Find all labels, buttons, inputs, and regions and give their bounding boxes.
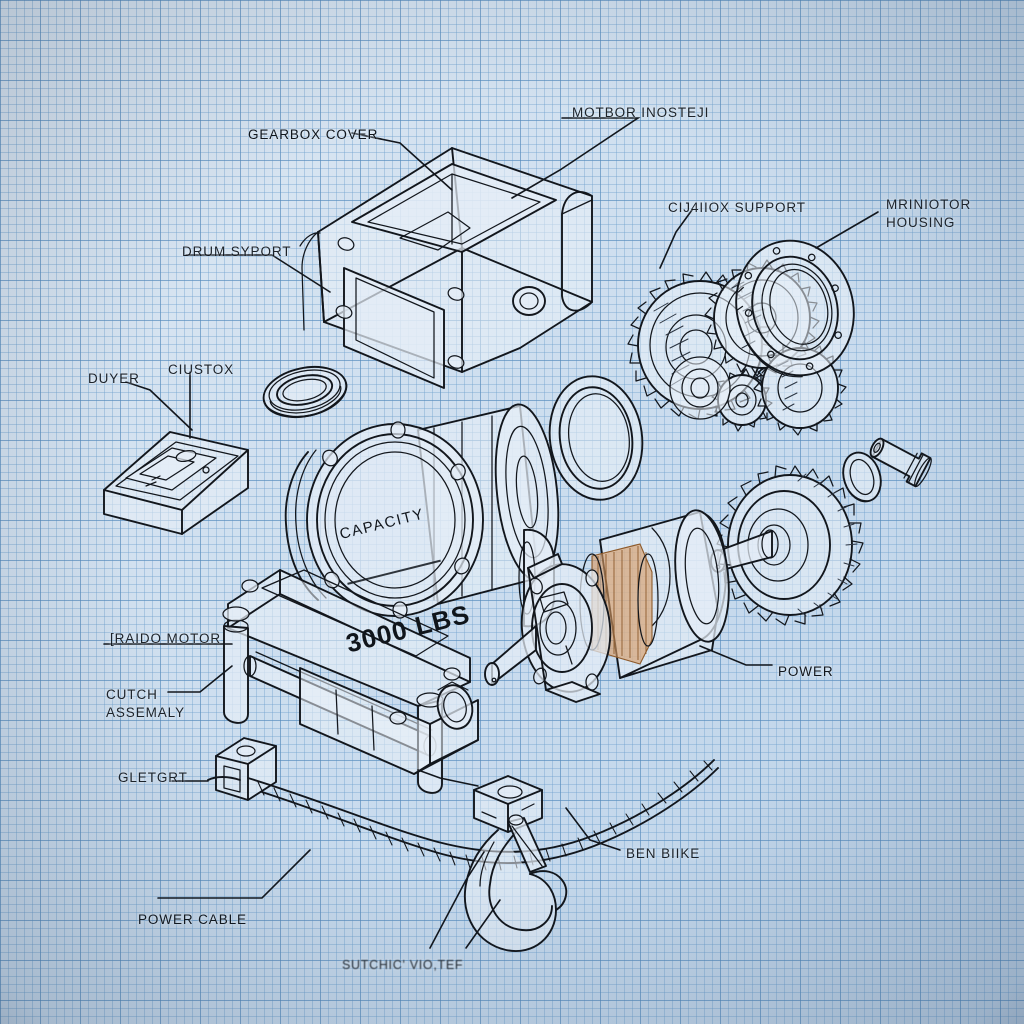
- callout-clutch-assembly: CUTCH ASSEMALY: [106, 687, 185, 720]
- callout-power: POWER: [778, 664, 834, 679]
- output-gear: [710, 465, 864, 626]
- callout-drum-support: DRUM SYPORT: [182, 244, 292, 259]
- remote-control: [103, 431, 249, 535]
- callout-cable-bracket: GLETGRT: [118, 770, 188, 785]
- seal-ring-small: [262, 366, 348, 418]
- bushing-pin: [869, 437, 932, 488]
- callout-buyer: DUYER: [88, 371, 140, 386]
- callout-ben-bike: BEN BIIKE: [626, 846, 701, 861]
- capacity-label: CAPACITY: [337, 505, 427, 543]
- callout-gearbox-support: CIJ4IIOX SUPPORT: [668, 200, 806, 215]
- callout-clutch-knob: CIUSTOX: [168, 362, 235, 377]
- callout-braided-motor: [RAIDO MOTOR: [110, 631, 222, 646]
- capacity-value: 3000 LBS: [343, 598, 474, 659]
- gearbox-cover-housing: [299, 147, 593, 389]
- roller-fairlead: [222, 569, 479, 794]
- callout-main-motor-housing: MRINIOTOR HOUSING: [886, 197, 972, 230]
- callout-switch-motor: SUTCHIC' VIO,TEF: [342, 958, 464, 972]
- washer-ring: [842, 451, 882, 503]
- electric-motor: [484, 509, 730, 703]
- callout-gearbox-cover: GEARBOX COVER: [248, 127, 379, 142]
- callout-motor-mount: MOTBOR INOSTEJI: [572, 105, 710, 120]
- bearing-flange-ring: [735, 239, 855, 378]
- cable-bracket-part: [215, 737, 277, 801]
- cable-drum: [284, 403, 560, 628]
- callout-power-cable: POWER CABLE: [138, 912, 247, 927]
- safety-hook: [463, 775, 568, 952]
- leader-lines: [103, 117, 879, 949]
- seal-ring-large: [548, 375, 644, 501]
